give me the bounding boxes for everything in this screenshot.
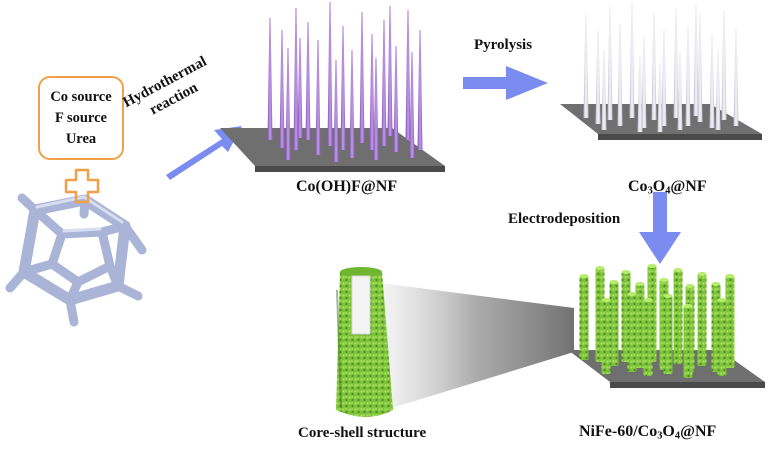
nanoneedle: [387, 6, 393, 136]
co-source-label: Co source: [50, 88, 112, 105]
nanorod-cap: [595, 266, 605, 270]
nanoneedle: [359, 12, 365, 143]
nanorod: [683, 306, 693, 378]
f-source-label: F source: [55, 109, 107, 126]
nanoneedle: [697, 14, 703, 122]
nife-coated-nanorods: [579, 264, 735, 378]
nanoneedle: [601, 50, 607, 130]
nanoneedle: [641, 36, 647, 128]
nanoneedle: [393, 46, 399, 152]
nanoneedle: [327, 2, 333, 146]
nanoneedle: [733, 28, 739, 126]
nanoneedle: [651, 12, 657, 120]
pyrolysis-label: Pyrolysis: [474, 37, 533, 53]
fullerene-cage-icon: [5, 193, 147, 327]
nanoneedle: [685, 26, 691, 126]
nanoneedle: [673, 8, 679, 118]
nanorod-cap: [725, 274, 735, 278]
electrodeposition-arrow: [639, 192, 681, 264]
nanorod: [579, 276, 589, 360]
nanoneedle: [657, 64, 663, 132]
urea-label: Urea: [65, 130, 97, 147]
nanoneedle: [315, 40, 321, 155]
nanoneedle: [279, 30, 285, 148]
nanoneedle: [693, 4, 699, 116]
nanoneedle: [661, 30, 667, 126]
nanorod: [643, 300, 653, 376]
nanoneedle: [373, 58, 379, 160]
nanorod: [673, 270, 683, 364]
nanorod-cap: [663, 294, 673, 298]
cooh-f-nanoneedles: [267, 2, 423, 162]
nanorod-cap: [635, 282, 645, 286]
nanorod-cap: [579, 274, 589, 278]
core-shell-rod-icon: [336, 267, 393, 417]
nanorod-cap: [647, 264, 657, 268]
co3o4-nanoneedles: [583, 2, 739, 132]
cooh-f-nf-label: Co(OH)F@NF: [296, 178, 398, 195]
nanorod: [663, 296, 673, 374]
nanorod: [717, 300, 727, 376]
nanorod-cap: [659, 278, 669, 282]
nanorod-cap: [673, 268, 683, 272]
nanorod-cap: [711, 282, 721, 286]
nickel-foam-substrate-1: [220, 128, 445, 172]
electrodeposition-label: Electrodeposition: [508, 211, 621, 227]
nanoneedle: [583, 14, 589, 118]
nanoneedle: [715, 50, 721, 130]
nanoneedle: [721, 10, 727, 120]
pyrolysis-arrow: [463, 66, 548, 100]
nanorod: [609, 282, 619, 366]
co3o4-nf-label: Co3O4@NF: [628, 178, 707, 197]
nanoneedle: [595, 30, 601, 124]
nanoneedle: [709, 34, 715, 128]
nanoneedle: [285, 48, 291, 160]
nanorod-cap: [683, 304, 693, 308]
nanorod-cap: [685, 284, 695, 288]
nanoneedle: [333, 60, 339, 162]
nanoneedle: [369, 34, 375, 150]
nanoneedle: [417, 30, 423, 150]
nanoneedle: [677, 52, 683, 130]
nanoneedle: [297, 38, 303, 138]
nanoneedle: [381, 20, 387, 146]
core-shell-structure-label: Core-shell structure: [298, 425, 427, 441]
nanoneedle: [607, 6, 613, 120]
nanorod: [725, 276, 735, 368]
nanorod-cap: [621, 270, 631, 274]
hydrothermal-arrow: [166, 126, 242, 180]
nanoneedle: [405, 10, 411, 140]
nanoneedle: [293, 8, 299, 150]
nanoneedle: [637, 56, 643, 132]
nanoneedle: [267, 18, 273, 140]
nanoneedle: [340, 26, 346, 150]
nanoneedle: [617, 24, 623, 126]
nanorod-cap: [609, 280, 619, 284]
nanorod-cap: [627, 292, 637, 296]
nanorod: [601, 300, 611, 374]
nanorod: [635, 284, 645, 368]
nife-co3o4-nf-label: NiFe-60/Co3O4@NF: [579, 423, 717, 442]
nanorod-cap: [643, 298, 653, 302]
nanorod: [697, 274, 707, 366]
magnification-cone: [380, 283, 574, 408]
nanoneedle: [349, 50, 355, 158]
nanorod: [627, 294, 637, 372]
nanorod-cap: [601, 298, 611, 302]
nanoneedle: [409, 52, 415, 158]
precursor-source-box: Co source F source Urea: [38, 76, 124, 160]
nanorod-cap: [717, 298, 727, 302]
nanoneedle: [305, 22, 311, 140]
nanoneedle: [629, 2, 635, 118]
nanorod-cap: [697, 272, 707, 276]
